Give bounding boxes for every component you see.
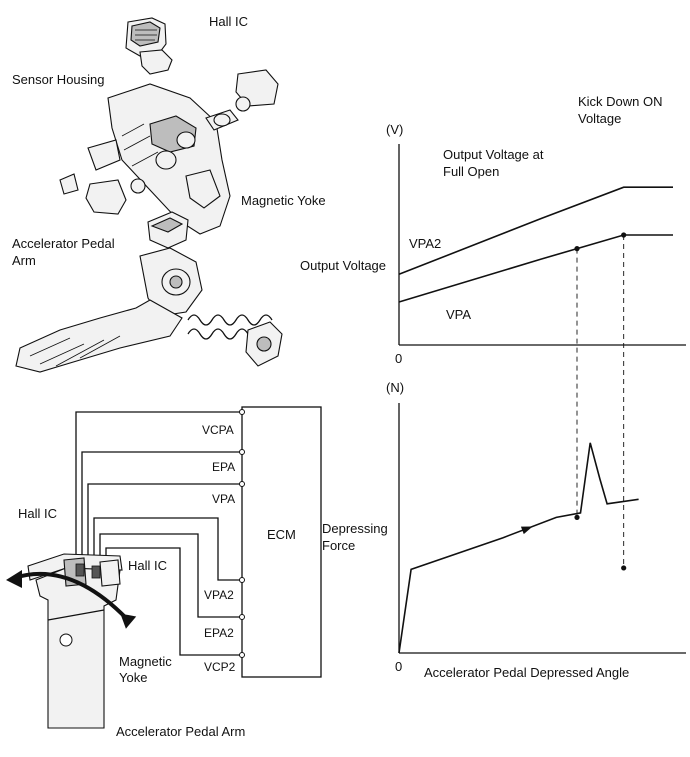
magnetic-yoke-label-line2: Yoke: [119, 670, 148, 685]
vpa2-series-line: [398, 186, 673, 276]
depressing-force-label-line1: Depressing: [322, 521, 388, 536]
voltage-unit-label: (V): [386, 122, 404, 137]
vpa-series-line: [398, 234, 673, 303]
vpa-series-label: VPA: [446, 307, 472, 322]
force-direction-arrow-icon: [520, 526, 533, 535]
sensor-wiring: [75, 411, 240, 656]
full-open-label-line2: Full Open: [443, 164, 500, 179]
rotation-arrow-icon: [6, 570, 137, 629]
hall-ic-left-label: Hall IC: [18, 506, 58, 521]
exploded-view-illustration: [15, 17, 283, 373]
force-marker-point-2: [621, 565, 627, 571]
voltage-origin-label: 0: [395, 351, 403, 366]
full-open-label-line1: Output Voltage at: [443, 147, 544, 162]
accelerator-pedal-arm-label-line2: Arm: [12, 253, 36, 268]
terminal-vcpa-label: VCPA: [202, 423, 234, 437]
voltage-graph: [398, 144, 686, 346]
force-series-line: [398, 442, 639, 654]
sensor-housing-label: Sensor Housing: [12, 72, 105, 87]
terminal-vpa2-label: VPA2: [204, 588, 234, 602]
force-origin-label: 0: [395, 659, 403, 674]
sensor-housing-part-drawing: [107, 83, 231, 235]
kickdown-label-line1: Kick Down ON: [578, 94, 663, 109]
depressing-force-label-line2: Force: [322, 538, 356, 553]
hall-ic-right-label: Hall IC: [128, 558, 168, 573]
circuit-diagram: [6, 406, 322, 729]
ecm-box: [241, 406, 322, 678]
gasket-ring-parts-drawing: [59, 69, 279, 215]
depressed-angle-axis-label: Accelerator Pedal Depressed Angle: [424, 665, 630, 680]
hall-ic-label: Hall IC: [209, 14, 249, 29]
magnetic-yoke-label: Magnetic Yoke: [241, 193, 326, 208]
accelerator-pedal-arm-drawing: [15, 247, 283, 373]
ecm-label: ECM: [267, 527, 296, 542]
output-voltage-axis-label: Output Voltage: [300, 258, 387, 273]
force-graph: [398, 403, 686, 654]
terminal-epa-label: EPA: [212, 460, 236, 474]
force-marker-point-1: [574, 514, 580, 521]
accelerator-pedal-arm-label-line1: Accelerator Pedal: [12, 236, 115, 251]
magnetic-yoke-label-line1: Magnetic: [119, 654, 172, 669]
terminal-vcp2-label: VCP2: [204, 660, 236, 674]
force-unit-label: (N): [386, 380, 405, 395]
terminal-epa2-label: EPA2: [204, 626, 234, 640]
accelerator-pedal-arm-circuit-label: Accelerator Pedal Arm: [116, 724, 246, 739]
kickdown-label-line2: Voltage: [578, 111, 622, 126]
vpa2-series-label: VPA2: [409, 236, 442, 251]
sensor-block-drawing: [27, 553, 123, 729]
hall-ic-part-drawing: [125, 17, 173, 75]
vpa-marker-point-1: [574, 246, 580, 252]
terminal-vpa-label: VPA: [212, 492, 236, 506]
magnetic-yoke-part-drawing: [147, 211, 189, 249]
